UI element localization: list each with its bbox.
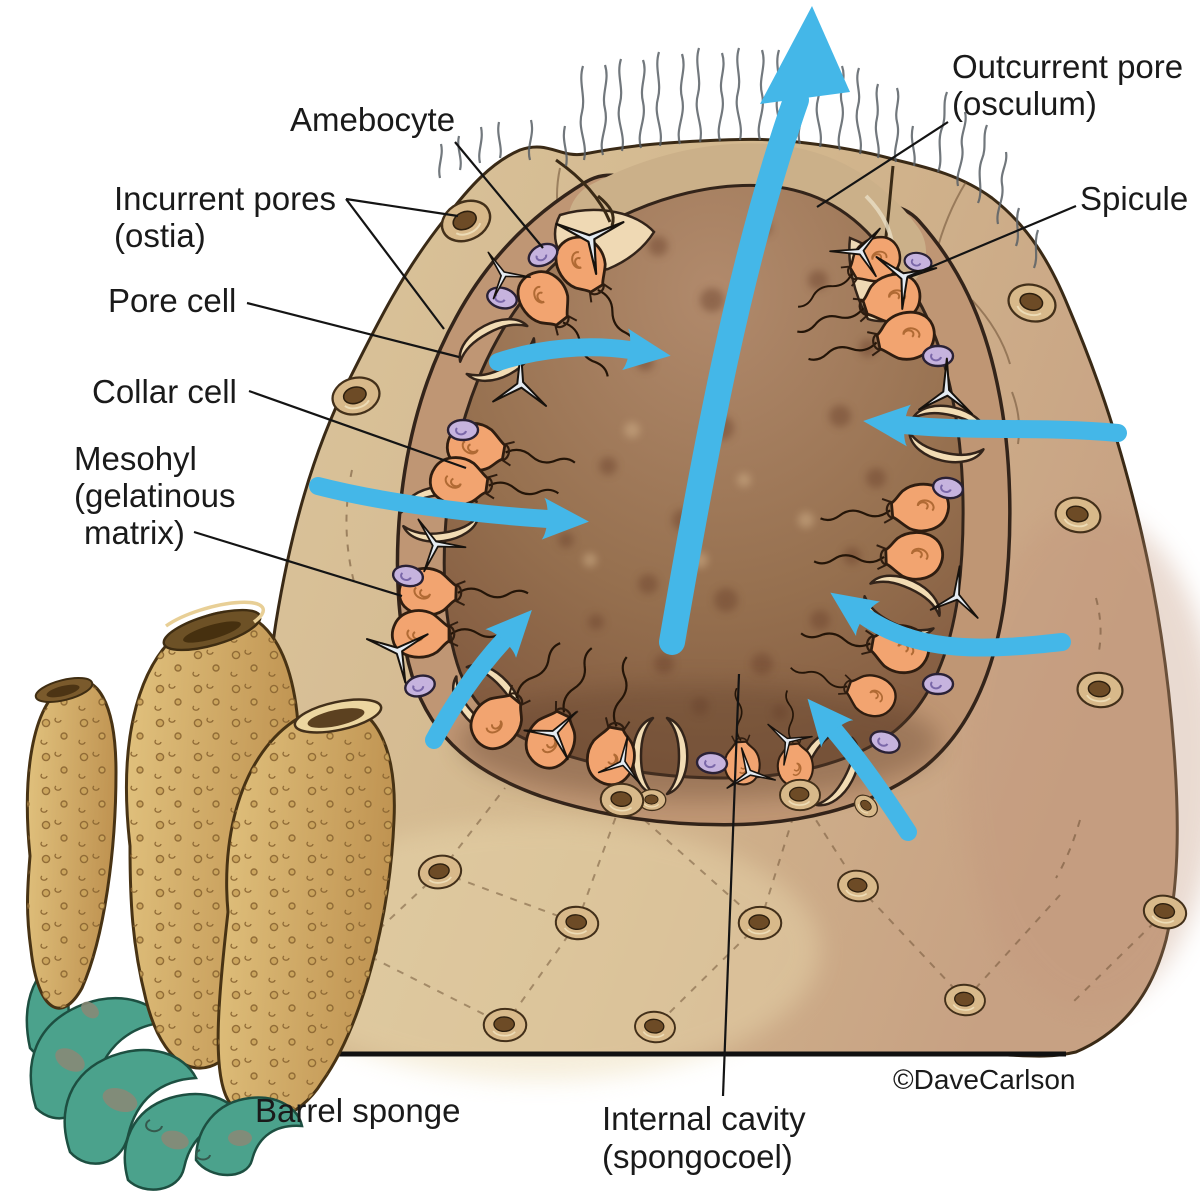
leader-lines <box>193 121 1077 1097</box>
cavity-dark-spots <box>558 220 886 720</box>
label-outcurrent-pore-line1: Outcurrent pore <box>952 48 1183 85</box>
water-flow-arrows <box>309 87 1127 841</box>
leader-mesohyl <box>193 530 403 598</box>
incurrent-arrow <box>425 609 532 749</box>
amebocyte-cell <box>446 418 480 442</box>
leader-incurrent-pores <box>345 197 459 330</box>
label-incurrent-pores-line1: Incurrent pores <box>114 180 336 217</box>
incurrent-arrow <box>830 592 1071 657</box>
labels: Amebocyte Incurrent pores (ostia) Pore c… <box>74 48 1188 1175</box>
label-barrel-sponge: Barrel sponge <box>255 1092 460 1129</box>
label-spicule: Spicule <box>1080 180 1188 217</box>
amebocyte-cell <box>921 344 955 368</box>
ostium-pore <box>779 778 821 812</box>
incurrent-arrow <box>489 328 671 371</box>
ostium-pore <box>482 1007 528 1043</box>
label-internal-cavity-line2: (spongocoel) <box>602 1138 793 1175</box>
amebocyte-cell <box>921 672 955 696</box>
incurrent-arrow <box>807 698 917 841</box>
label-incurrent-pores-line2: (ostia) <box>114 217 206 254</box>
outcurrent-arrow-head <box>760 6 850 104</box>
incurrent-arrow <box>863 404 1127 447</box>
label-outcurrent-pore-line2: (osculum) <box>952 85 1097 122</box>
label-pore-cell: Pore cell <box>108 282 236 319</box>
label-collar-cell: Collar cell <box>92 373 237 410</box>
tube-sponge <box>25 677 118 1010</box>
ostium-pore <box>737 905 783 941</box>
label-internal-cavity-line1: Internal cavity <box>602 1100 806 1137</box>
leader-collar-cell <box>248 389 467 470</box>
tube-sponge <box>216 698 396 1123</box>
small-sponge-cluster <box>25 600 396 1191</box>
label-amebocyte: Amebocyte <box>290 101 455 138</box>
leader-spicule <box>906 204 1077 279</box>
rim-curl-left <box>555 158 615 227</box>
leader-outcurrent-pore <box>816 121 949 208</box>
outcurrent-arrow-shaft <box>659 87 809 655</box>
seaweed <box>55 1001 304 1191</box>
label-mesohyl-line1: Mesohyl <box>74 440 197 477</box>
leader-amebocyte <box>454 141 544 249</box>
label-mesohyl-line2: (gelatinous <box>74 477 235 514</box>
copyright-credit: ©DaveCarlson <box>893 1064 1075 1095</box>
incurrent-arrow <box>309 477 589 540</box>
leader-internal-cavity <box>721 673 741 1097</box>
leader-pore-cell <box>246 301 460 359</box>
label-mesohyl-line3: matrix) <box>84 514 185 551</box>
